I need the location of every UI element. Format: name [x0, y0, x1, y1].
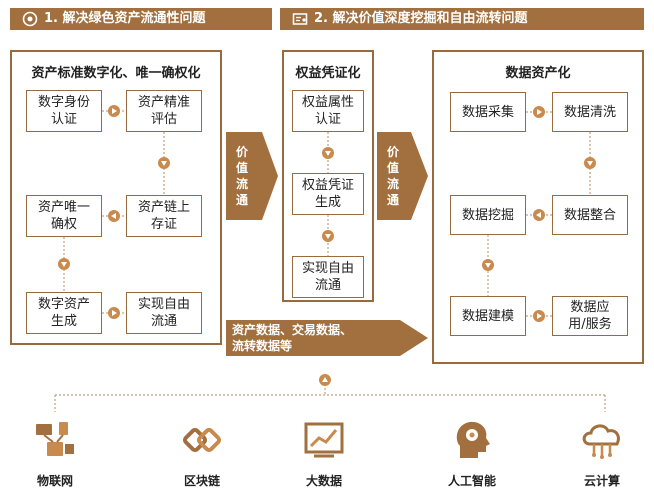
box-data-collect: 数据采集 [450, 92, 526, 132]
box-digital-asset: 数字资产 生成 [26, 292, 102, 334]
box-rights-free: 实现自由 流通 [292, 256, 364, 298]
data-flow-label: 资产数据、交易数据、 流转数据等 [232, 323, 353, 353]
box-data-clean: 数据清洗 [552, 92, 628, 132]
blockchain-icon [182, 427, 222, 453]
data-flow-arrow [226, 320, 428, 356]
target-icon [22, 11, 38, 27]
value-flow-label-1: 价 值 流 通 [235, 145, 248, 207]
box-rights-cert: 权益凭证 生成 [292, 173, 364, 215]
box-data-integrate: 数据整合 [552, 195, 628, 235]
box-asset-evaluation: 资产精准 评估 [126, 90, 202, 132]
tech-label-iot: 物联网 [36, 474, 73, 488]
box-unique-rights: 资产唯一 确权 [26, 195, 102, 237]
panel-2-title: 权益凭证化 [295, 66, 361, 81]
ai-icon [456, 421, 490, 458]
tech-label-bigdata: 大数据 [305, 474, 342, 488]
value-flow-arrow-2 [377, 132, 428, 220]
box-free-circulation: 实现自由 流通 [126, 292, 202, 334]
certificate-icon [292, 13, 308, 25]
panel-1-title: 资产标准数字化、唯一确权化 [31, 66, 201, 81]
tech-label-ai: 人工智能 [447, 474, 496, 488]
header-2-label: 2. 解决价值深度挖掘和自由流转问题 [314, 11, 528, 26]
box-data-model: 数据建模 [450, 296, 526, 336]
header-1: 1. 解决绿色资产流通性问题 [10, 8, 272, 30]
value-flow-arrow-1 [226, 132, 278, 220]
tech-label-cloud: 云计算 [583, 474, 620, 488]
box-rights-attr: 权益属性 认证 [292, 90, 364, 132]
box-data-app: 数据应 用/服务 [552, 296, 628, 336]
header-1-label: 1. 解决绿色资产流通性问题 [44, 11, 206, 26]
iot-icon [36, 422, 74, 456]
bigdata-icon [304, 422, 344, 458]
value-flow-label-2: 价 值 流 通 [386, 145, 399, 207]
cloud-icon [582, 424, 620, 459]
tech-label-blockchain: 区块链 [183, 474, 220, 488]
panel-3-title: 数据资产化 [505, 66, 571, 81]
box-data-mine: 数据挖掘 [450, 195, 526, 235]
box-onchain-record: 资产链上 存证 [126, 195, 202, 237]
box-digital-identity: 数字身份 认证 [26, 90, 102, 132]
header-2: 2. 解决价值深度挖掘和自由流转问题 [280, 8, 644, 30]
